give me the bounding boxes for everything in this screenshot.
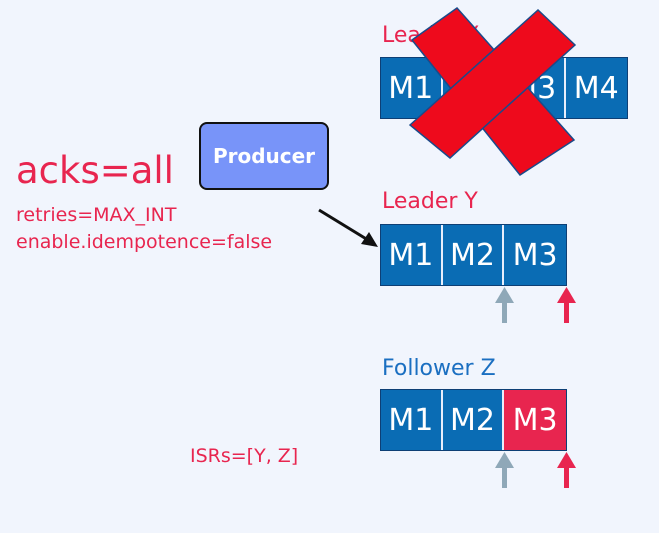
- retries-setting: retries=MAX_INT: [16, 204, 177, 226]
- leader-y-message: M1: [381, 225, 443, 285]
- follower-z-log: M1 M2 M3: [380, 389, 567, 451]
- producer-label: Producer: [212, 144, 316, 168]
- producer-to-leader-y-arrow-icon: [318, 208, 378, 247]
- leader-y-log: M1 M2 M3: [380, 224, 567, 286]
- leader-y-message: M2: [442, 225, 505, 285]
- leader-y-message: M3: [504, 225, 566, 285]
- follower-z-high-watermark-arrow-icon: [495, 452, 514, 488]
- leader-y-log-end-arrow-icon: [557, 287, 576, 323]
- isr-list: ISRs=[Y, Z]: [190, 445, 299, 467]
- leader-y-high-watermark-arrow-icon: [495, 287, 514, 323]
- follower-z-label: Follower Z: [382, 356, 496, 381]
- failed-cross-icon: [408, 6, 577, 176]
- leader-x-message: M4: [565, 58, 627, 118]
- producer-box: Producer: [199, 122, 329, 190]
- follower-z-message: M1: [381, 390, 443, 450]
- follower-z-log-end-arrow-icon: [557, 452, 576, 488]
- idempotence-setting: enable.idempotence=false: [16, 231, 273, 253]
- leader-y-label: Leader Y: [382, 189, 478, 214]
- follower-z-message: M2: [442, 390, 505, 450]
- acks-setting: acks=all: [16, 149, 174, 192]
- follower-z-message-unreplicated: M3: [504, 390, 566, 450]
